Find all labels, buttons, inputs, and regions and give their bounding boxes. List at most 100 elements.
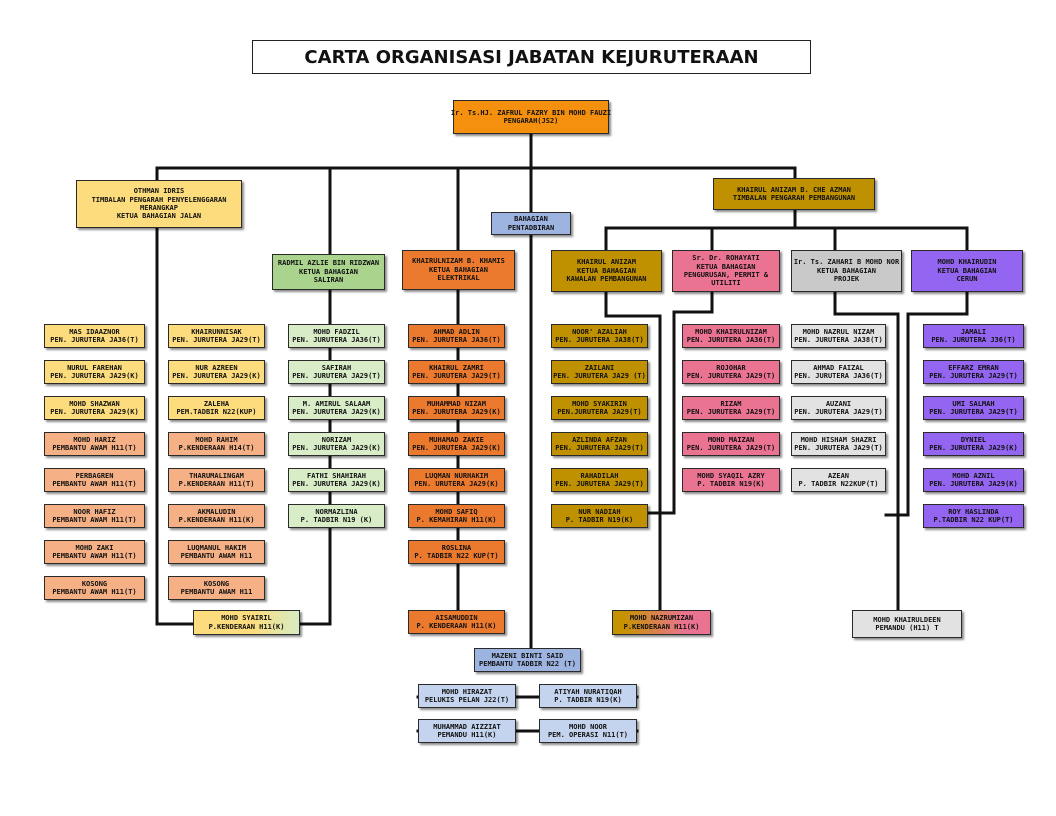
staff-position: P.KENDERAAN H14(T)	[178, 444, 255, 452]
staff-name: MOHD MAIZAN	[707, 435, 755, 444]
pengurusan-head-box: Sr. Dr. ROHAYATI KETUA BAHAGIAN PENGURUS…	[672, 250, 780, 292]
staff-position: PEM. OPERASI N11(T)	[547, 731, 629, 739]
staff-position: PEN. JURUTERA JA29(K)	[172, 372, 261, 380]
staff-position: PEN. JURUTERA JA29(K)	[412, 444, 501, 452]
staff-name: AHMAD FAIZAL	[813, 363, 864, 372]
elektrikal-head-line3: ELEKTRIKAL	[437, 274, 480, 283]
staff-name: MOHD NAZRUMIZAN	[629, 614, 694, 623]
saliran-head-line2: KETUA BAHAGIAN	[298, 267, 358, 276]
staff-position: P.KENDERAAN H11(K)	[623, 622, 700, 631]
staff-name: MOHD ZAKI	[75, 543, 114, 552]
staff-name: ROY HASLINDA	[948, 507, 999, 516]
staff-position: PEN. JURUTERA JA36(T)	[794, 372, 883, 380]
kawalan-head-box: KHAIRUL ANIZAM KETUA BAHAGIAN KAWALAN PE…	[551, 250, 662, 292]
staff-name: MOHD NOOR	[569, 722, 607, 731]
staff-name: M. AMIRUL SALAAM	[302, 399, 371, 408]
elektrikal-head-name: KHAIRULNIZAM B. KHAMIS	[412, 257, 505, 266]
staff-position: P. KENDERAAN H11(K)	[416, 622, 497, 630]
saliran-head-line3: SALIRAN	[313, 276, 344, 285]
staff-name: ZAILANI	[584, 363, 615, 372]
staff-name: MOHD SYAIRIL	[221, 614, 272, 623]
staff-name: NOOR' AZALIAH	[572, 327, 627, 336]
staff-position: PEMBANTU AWAM H11(T)	[52, 516, 137, 524]
staff-position: P. KEMAHIRAN H11(K)	[416, 516, 497, 524]
projek-head-box: Ir. Ts. ZAHARI B MOHD NOR KETUA BAHAGIAN…	[791, 250, 902, 292]
director-position: PENGARAH(JS2)	[503, 117, 559, 125]
staff-position: PEN. JURUTERA JA36(T)	[412, 336, 501, 344]
staff-name: UMI SALMAH	[952, 399, 995, 408]
staff-name: AUZANI	[825, 399, 852, 408]
staff-name: MOHD SYAKIRIN	[572, 399, 627, 408]
staff-name: NOOR HAFIZ	[73, 507, 116, 516]
staff-position: PEN. JURUTERA JA29(K)	[292, 444, 381, 452]
staff-position: PEN. JURUTERA JA38(T)	[555, 336, 644, 344]
kawalan-head-line2: KETUA BAHAGIAN	[576, 266, 636, 275]
staff-position: PELUKIS PELAN J22(T)	[424, 696, 510, 704]
saliran-head-box: RADMIL AZLIE BIN RIDZWAN KETUA BAHAGIAN …	[272, 254, 385, 290]
staff-position: PEN. JURUTERA JA36(T)	[686, 336, 776, 344]
staff-name: SAFIRAH	[321, 363, 352, 372]
deputy-pembangunan-name: KHAIRUL ANIZAM B. CHE AZMAN	[737, 185, 851, 194]
director-name: Ir. Ts.HJ. ZAFRUL FAZRY BIN MOHD FAUZI	[450, 108, 612, 117]
saliran-head-name: RADMIL AZLIE BIN RIDZWAN	[277, 259, 380, 268]
staff-name: LUQMANUL HAKIM	[186, 543, 246, 552]
director-box: Ir. Ts.HJ. ZAFRUL FAZRY BIN MOHD FAUZI P…	[450, 100, 612, 134]
cerun-head-line2: KETUA BAHAGIAN	[937, 266, 997, 275]
staff-name: MOHD NAZRUL NIZAM	[802, 327, 875, 336]
staff-name: MOHD KHAIRULDEEN	[873, 615, 941, 624]
projek-head-line3: PROJEK	[833, 275, 860, 284]
staff-position: P.KENDERAAN H11(K)	[178, 516, 255, 524]
staff-name: MOHD FADZIL	[313, 327, 360, 336]
staff-name: RIZAM	[720, 399, 742, 408]
staff-name: PERBAGREN	[75, 471, 114, 480]
staff-name: AZEAN	[827, 471, 850, 480]
deputy-pembangunan-position: TIMBALAN PENGARAH PEMBANGUNAN	[732, 194, 856, 202]
staff-name: AZLINDA AFZAN	[572, 435, 627, 444]
admin-division-line2: PENTADBIRAN	[507, 223, 555, 232]
staff-position: PEN. JURUTERA JA29(T)	[794, 444, 883, 452]
staff-position: P.TADBIR N22 KUP(T)	[933, 516, 1014, 524]
staff-name: KHAIRUNNISAK	[191, 327, 242, 336]
staff-position: PEN. JURUTERA JA29 (T)	[553, 372, 646, 380]
staff-name: NORMAZLINA	[315, 507, 358, 516]
staff-position: PEN. JURUTERA JA29(K)	[929, 444, 1018, 452]
staff-name: FATHI SHAHIRAH	[306, 471, 366, 480]
staff-position: PEN. JURUTERA JA29(T)	[686, 444, 776, 452]
staff-name: MUHAMMAD NIZAM	[426, 399, 486, 408]
staff-name: KOSONG	[81, 579, 108, 588]
pengurusan-head-line4: UTILITI	[711, 279, 741, 288]
staff-position: PEMBANTU AWAM H11	[180, 552, 253, 560]
staff-position: P. TADBIR N19(K)	[554, 696, 622, 704]
staff-position: PEN. JURUTERA JA38(T)	[794, 336, 883, 344]
staff-position: PEN. JURUTERA JA29(T)	[686, 408, 776, 416]
deputy-penyelenggaran-line2: TIMBALAN PENGARAH PENYELENGGARAN	[91, 195, 227, 204]
staff-position: PEN. JURUTERA JA36(T)	[292, 336, 381, 344]
cerun-head-name: MOHD KHAIRUDIN	[937, 258, 997, 267]
